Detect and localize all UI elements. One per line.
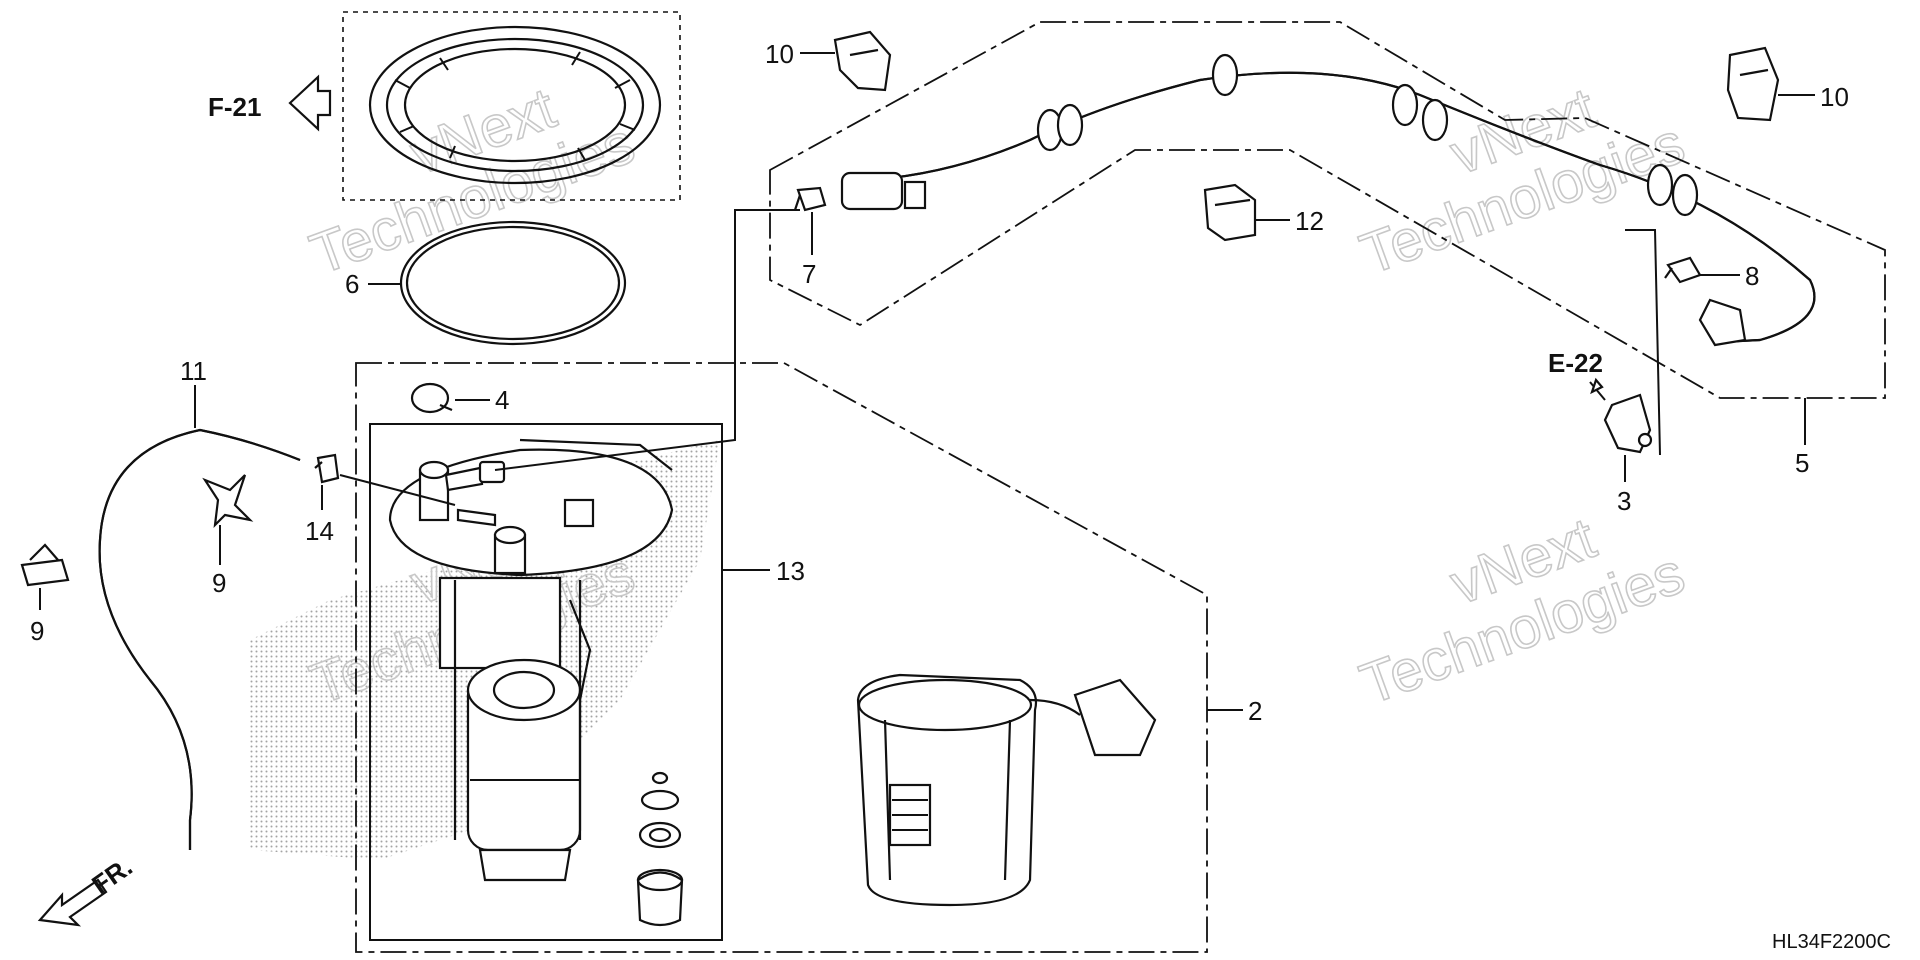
clip-12 bbox=[1203, 183, 1257, 242]
callout-9-left: 9 bbox=[30, 616, 44, 646]
clip-part-4 bbox=[410, 382, 453, 414]
clip-8 bbox=[1664, 256, 1702, 284]
callout-5: 5 bbox=[1795, 448, 1809, 478]
svg-text:F-21: F-21 bbox=[208, 92, 261, 122]
callout-7: 7 bbox=[802, 259, 816, 289]
clip-10-right bbox=[1726, 46, 1780, 122]
front-direction-arrow: FR. bbox=[37, 851, 138, 927]
callout-14: 14 bbox=[305, 516, 334, 546]
clip-7 bbox=[793, 186, 827, 212]
svg-text:E-22: E-22 bbox=[1548, 348, 1603, 378]
clip-10-top bbox=[833, 30, 892, 92]
e22-reference: E-22 bbox=[1548, 348, 1606, 401]
callout-10-top: 10 bbox=[765, 39, 794, 69]
clip-9-left bbox=[20, 543, 70, 587]
f21-reference: F-21 bbox=[208, 74, 332, 132]
gasket bbox=[399, 220, 627, 346]
o-ring-set bbox=[636, 771, 684, 927]
fuel-pump-module bbox=[388, 438, 674, 882]
callout-12: 12 bbox=[1295, 206, 1324, 236]
callout-4: 4 bbox=[495, 385, 509, 415]
fuel-sender-unit bbox=[856, 673, 1157, 907]
diagram-code: HL34F2200C bbox=[1772, 931, 1891, 953]
retainer-ring bbox=[368, 25, 662, 185]
callout-13: 13 bbox=[776, 556, 805, 586]
callout-8: 8 bbox=[1745, 261, 1759, 291]
fuel-feed-hose bbox=[840, 53, 1816, 347]
callout-6: 6 bbox=[345, 269, 359, 299]
callout-9-hose: 9 bbox=[212, 568, 226, 598]
retainer-ring-box bbox=[342, 11, 681, 201]
pump-assembly-boundary bbox=[355, 362, 1208, 953]
clip-14 bbox=[314, 453, 340, 484]
fuel-feed-hose-boundary bbox=[769, 21, 1886, 399]
fuel-pump-module-box bbox=[369, 423, 723, 941]
bracket-part-3 bbox=[1603, 393, 1653, 454]
callout-11: 11 bbox=[180, 356, 207, 386]
vent-hose bbox=[98, 428, 301, 850]
callout-3: 3 bbox=[1617, 486, 1631, 516]
clip-9-hose bbox=[202, 474, 254, 529]
callout-10-right: 10 bbox=[1820, 82, 1849, 112]
callout-2: 2 bbox=[1248, 696, 1262, 726]
